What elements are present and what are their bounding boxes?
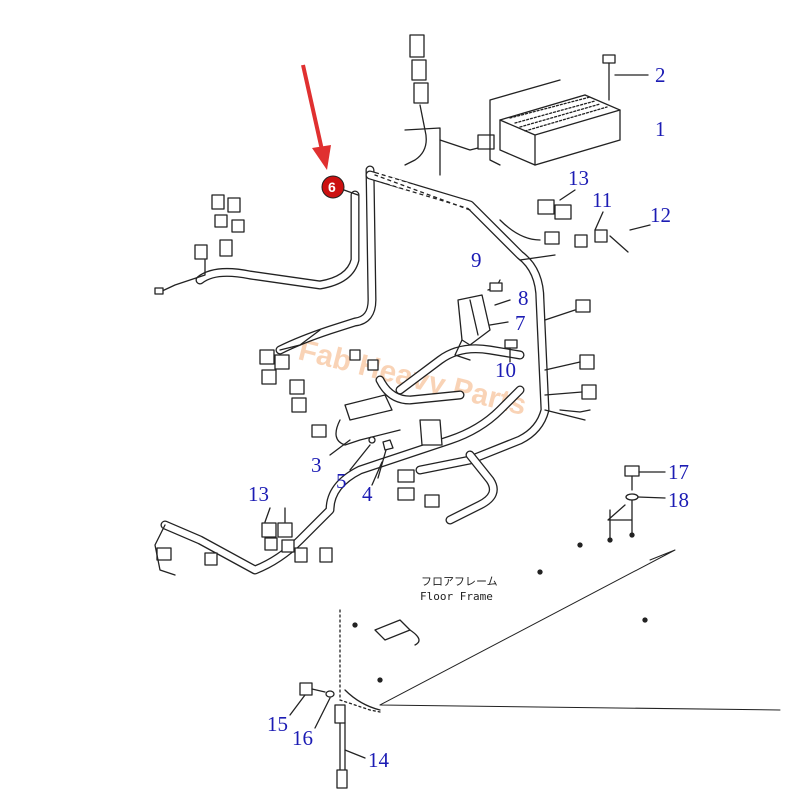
callout-7[interactable]: 7 [515, 311, 526, 335]
callout-9[interactable]: 9 [471, 248, 482, 272]
callout-10[interactable]: 10 [495, 358, 516, 382]
part-14-15-16-strap [289, 682, 366, 789]
callout-18[interactable]: 18 [668, 488, 689, 512]
indicator-arrow [301, 64, 331, 170]
floor-frame-caption-en: Floor Frame [420, 590, 493, 603]
part-6-marker[interactable]: 6 [321, 175, 359, 199]
part-17-18-bolt-washer [624, 465, 666, 501]
part-3-4-5-clamp [311, 394, 591, 508]
callout-12[interactable]: 12 [650, 203, 671, 227]
callout-13-bottom[interactable]: 13 [248, 482, 269, 506]
connectors-top [404, 34, 495, 176]
harness-corrugated-section [374, 172, 471, 213]
callout-3[interactable]: 3 [311, 453, 322, 477]
floor-frame [339, 499, 781, 713]
callout-17[interactable]: 17 [668, 460, 689, 484]
callouts: 1 2 13 11 12 9 8 7 10 3 5 4 17 18 13 15 … [248, 63, 689, 772]
part-7-8-bracket [454, 279, 518, 363]
floor-frame-caption-jp: フロアフレーム [421, 575, 498, 588]
callout-11[interactable]: 11 [592, 188, 612, 212]
callout-13-top[interactable]: 13 [568, 166, 589, 190]
part-6-label: 6 [328, 179, 336, 195]
callout-4[interactable]: 4 [362, 482, 373, 506]
part-1-controller [489, 79, 621, 166]
connectors-lower-left [154, 507, 333, 576]
callout-5[interactable]: 5 [336, 469, 347, 493]
callout-14[interactable]: 14 [368, 748, 390, 772]
callout-1[interactable]: 1 [655, 117, 666, 141]
callout-15[interactable]: 15 [267, 712, 288, 736]
connectors-left [154, 194, 379, 413]
connectors-right [499, 189, 651, 421]
callout-16[interactable]: 16 [292, 726, 313, 750]
part-2-bolt [602, 54, 649, 101]
callout-8[interactable]: 8 [518, 286, 529, 310]
callout-2[interactable]: 2 [655, 63, 666, 87]
